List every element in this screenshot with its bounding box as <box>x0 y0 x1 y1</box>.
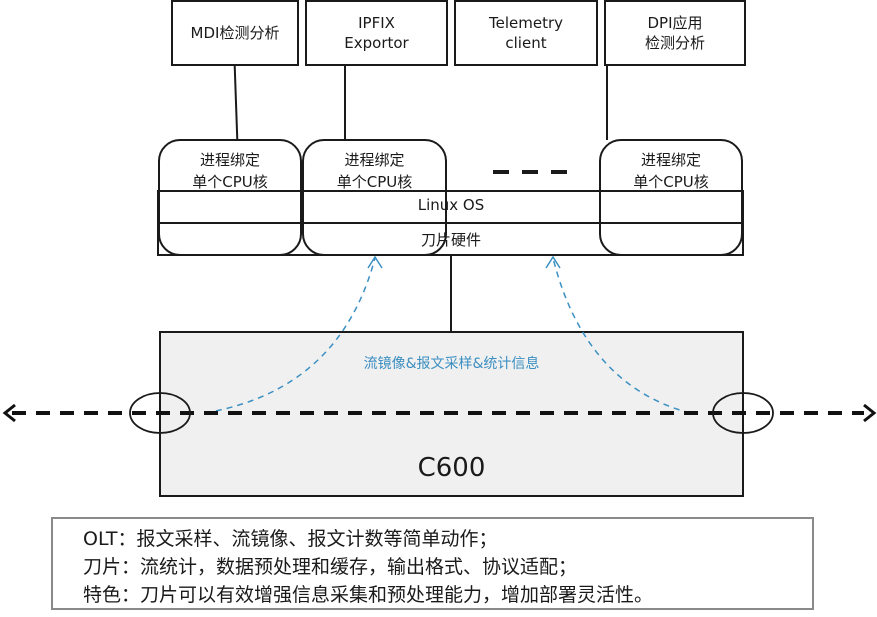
process-label: 单个CPU核 <box>192 173 268 191</box>
notes-box: OLT：报文采样、流镜像、报文计数等简单动作； 刀片：流统计，数据预处理和缓存，… <box>51 517 814 610</box>
app-label: Telemetry <box>488 14 563 32</box>
process-label: 进程绑定 <box>344 151 405 169</box>
layer-divider <box>157 222 744 224</box>
connector-line <box>606 66 608 140</box>
process-box: 进程绑定 单个CPU核 <box>158 139 302 256</box>
blade-device-connector <box>450 256 452 332</box>
note-line: 特色：刀片可以有效增强信息采集和预处理能力，增加部署灵活性。 <box>83 584 654 606</box>
note-line: 刀片：流统计，数据预处理和缓存，输出格式、协议适配； <box>83 556 578 578</box>
arrow-right-icon <box>863 403 877 423</box>
arrowhead-icon <box>545 255 561 269</box>
linux-os-label: Linux OS <box>417 196 485 214</box>
app-label: 检测分析 <box>644 34 705 52</box>
app-box-telemetry: Telemetry client <box>454 0 598 66</box>
process-box: 进程绑定 单个CPU核 <box>599 139 743 256</box>
process-label: 进程绑定 <box>640 151 701 169</box>
process-label: 单个CPU核 <box>633 173 709 191</box>
arrowhead-icon <box>367 255 383 269</box>
connector-line <box>233 66 239 140</box>
note-line: OLT：报文采样、流镜像、报文计数等简单动作； <box>83 528 498 550</box>
mirror-flow-label: 流镜像&报文采样&统计信息 <box>363 356 540 372</box>
app-box-ipfix: IPFIX Exportor <box>305 0 448 66</box>
app-label: MDI检测分析 <box>190 24 280 42</box>
process-box: 进程绑定 单个CPU核 <box>302 139 447 256</box>
app-label: client <box>505 34 547 52</box>
app-label: DPI应用 <box>647 14 703 32</box>
app-label: Exportor <box>344 34 409 52</box>
app-box-mdi: MDI检测分析 <box>171 0 299 66</box>
process-label: 单个CPU核 <box>336 173 413 191</box>
app-label: IPFIX <box>358 14 395 32</box>
c600-device: 流镜像&报文采样&统计信息 C600 <box>159 331 744 497</box>
app-box-dpi: DPI应用 检测分析 <box>604 0 746 66</box>
arrow-left-icon <box>2 403 16 423</box>
device-name: C600 <box>417 453 486 483</box>
process-label: 进程绑定 <box>199 151 260 169</box>
connector-line <box>344 66 346 140</box>
